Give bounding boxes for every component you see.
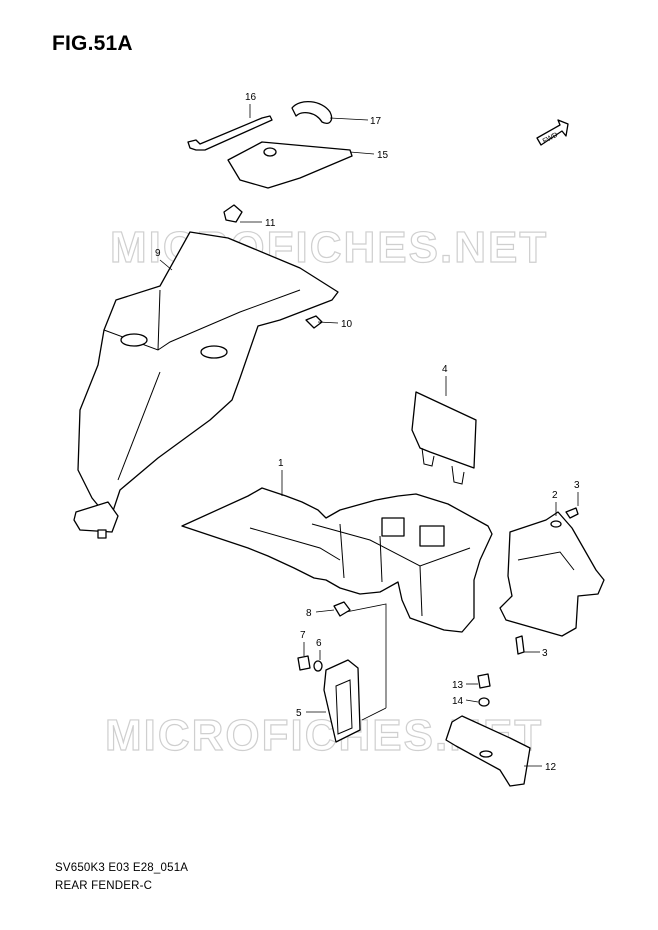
callout-4: 4 [442,364,448,375]
callout-6: 6 [316,638,322,649]
callout-15: 15 [377,150,389,161]
callout-10: 10 [341,319,353,330]
callout-14: 14 [452,696,464,707]
figure-name: REAR FENDER-C [55,880,153,892]
callout-1: 1 [278,458,284,469]
forward-arrow-icon: FWD [536,119,569,146]
part-15-tool-bag [227,141,353,189]
part-16-bracket [187,115,273,151]
part-3-screw-lower [515,635,525,655]
part-3-screw-upper [565,507,579,519]
part-4-plate [411,391,477,485]
part-14-washer [478,697,490,707]
callout-3-upper: 3 [574,480,580,491]
callout-7: 7 [300,630,306,641]
part-9-rear-fender [73,231,339,539]
figure-title: FIG.51A [52,32,133,55]
leader-lines [159,104,579,767]
part-5-license-bracket [323,659,361,743]
part-12-mudguard [445,715,531,787]
callout-16: 16 [245,92,257,103]
part-6-washer [313,660,323,672]
part-2-bracket [499,511,605,637]
callout-11: 11 [265,218,276,229]
callout-labels: 16 17 15 11 9 10 4 1 2 3 8 7 6 3 13 14 5… [155,92,580,773]
callout-5: 5 [296,708,302,719]
callout-17: 17 [370,116,382,127]
callout-9: 9 [155,248,161,259]
figure-code: SV650K3 E03 E28_051A [55,862,189,874]
part-11-clip [223,204,243,223]
callout-2: 2 [552,490,558,501]
part-17-band [291,101,333,124]
callout-3-lower: 3 [542,648,548,659]
part-13-bolt [477,673,491,689]
part-8-screw [333,601,351,617]
callout-12: 12 [545,762,557,773]
part-7-bolt [297,655,311,671]
callout-13: 13 [452,680,464,691]
part-1-rear-fender-body [181,487,493,633]
callout-8: 8 [306,608,312,619]
